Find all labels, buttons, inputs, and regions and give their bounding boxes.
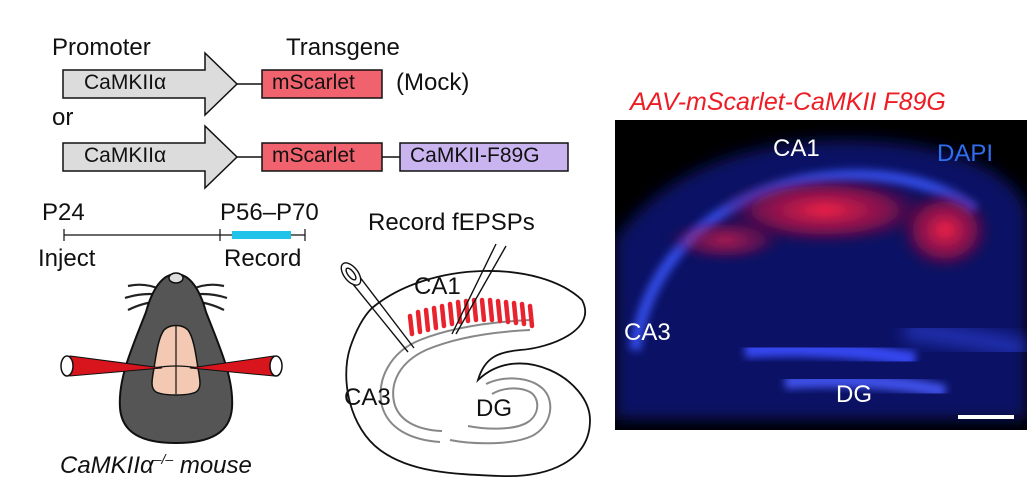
timeline-start-label: P24 [42,199,85,226]
dg-outer [449,377,552,445]
camkii-f89g-label: CaMKII-F89G [410,144,540,167]
promoter-arrow-2 [62,124,239,190]
schematic-dg-label: DG [476,395,512,422]
ca-layer-inner [392,329,531,432]
recording-electrode [451,243,507,335]
record-window-bar [232,231,291,239]
mouse-caption-suffix: mouse [173,452,252,479]
promoter-label-2: CaMKIIα [84,144,167,167]
lower-blue-band [904,320,1027,360]
micrograph-image [615,120,1027,430]
mscarlet-label-2: mScarlet [272,144,355,167]
mscarlet-label-1: mScarlet [272,71,355,94]
dg-blue-band-2 [784,373,947,399]
transgene-header: Transgene [286,34,400,61]
mouse-caption-genotype: –/– [153,451,174,467]
ca-layer-outer [379,319,531,443]
construct-diagram [62,51,569,190]
slice-outline [345,270,591,477]
stimulating-electrode [340,262,415,353]
hippocampus-schematic [340,243,591,477]
camkii-f89g-box [399,142,569,172]
dg-inner [467,387,539,430]
record-fepsps-label: Record fEPSPs [368,209,535,236]
electrode-left-cap [60,355,74,377]
ca1-red-signal-3 [665,218,785,262]
micrograph-ca1-label: CA1 [773,135,820,162]
promoter-label-1: CaMKIIα [84,71,167,94]
micrograph-dg-label: DG [836,381,872,408]
mouse-nose [168,272,184,284]
promoter-header: Promoter [52,34,151,61]
mouse-caption: CaMKIIα–/– mouse [60,451,252,480]
timeline [63,229,306,241]
micrograph-ca3-label: CA3 [624,319,671,346]
scale-bar [958,415,1014,419]
mouse-head-illustration [60,272,283,445]
electrode-right-cap [269,355,283,377]
record-label: Record [224,245,302,272]
mock-label: (Mock) [396,69,470,96]
dg-blue-band-1 [744,340,917,368]
inject-label: Inject [38,245,96,272]
timeline-end-label: P56–P70 [220,199,319,226]
mouse-caption-gene: CaMKIIα [60,452,154,479]
mscarlet-box-1 [261,69,383,99]
or-label: or [52,104,74,131]
schematic-ca1-label: CA1 [414,273,461,300]
micrograph-dapi-label: DAPI [937,140,994,167]
schematic-ca3-label: CA3 [344,384,391,411]
promoter-arrow-1 [62,51,239,117]
ca1-red-signal-2 [897,188,993,272]
micrograph-title: AAV-mScarlet-CaMKII F89G [630,88,946,116]
